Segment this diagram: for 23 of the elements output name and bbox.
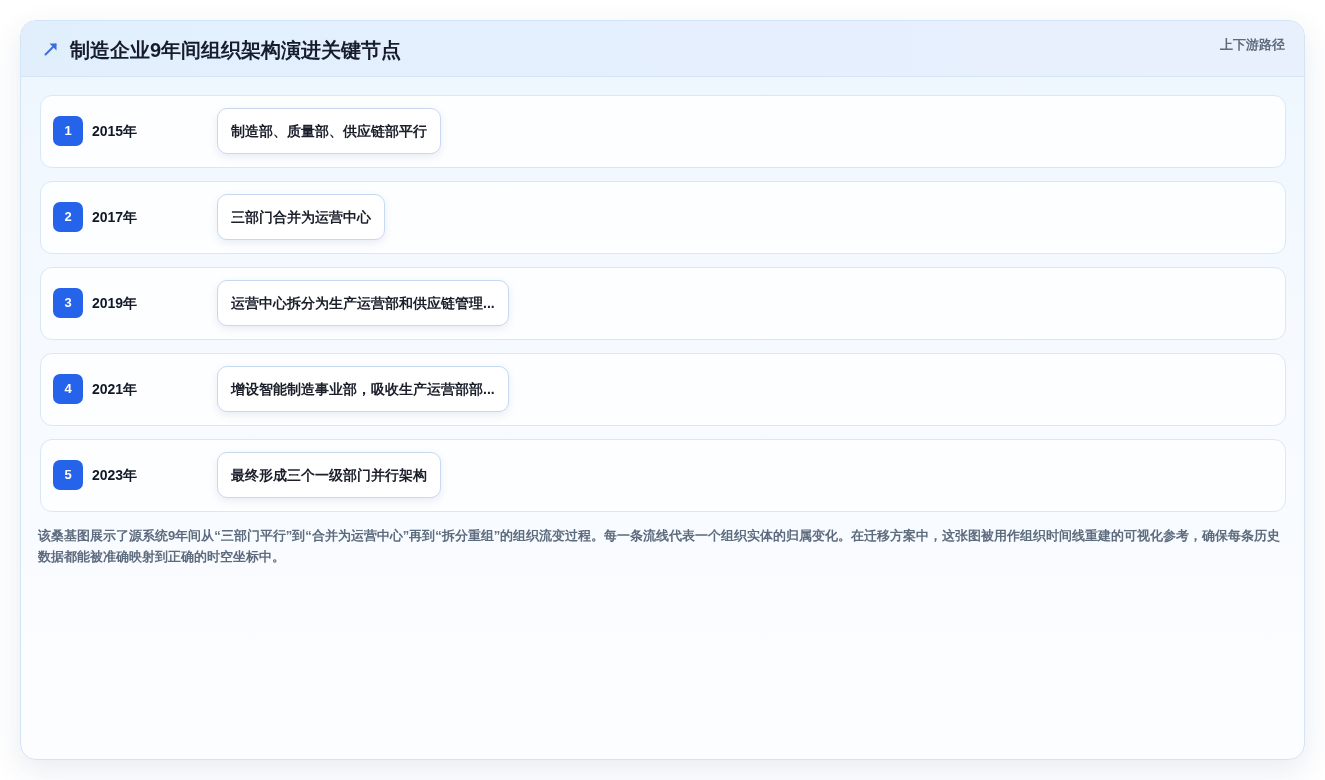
timeline-row-card [40, 439, 1286, 512]
timeline-row-card [40, 95, 1286, 168]
year-label: 2023年 [92, 466, 138, 484]
year-label: 2017年 [92, 208, 138, 226]
step-number-badge: 5 [53, 460, 83, 490]
step-number-badge: 1 [53, 116, 83, 146]
timeline-row-card [40, 353, 1286, 426]
year-label: 2015年 [92, 122, 138, 140]
timeline-row-card [40, 267, 1286, 340]
year-label: 2019年 [92, 294, 138, 312]
step-number-badge: 4 [53, 374, 83, 404]
header-note: 上下游路径 [1220, 36, 1285, 53]
event-box: 运营中心拆分为生产运营部和供应链管理... [217, 280, 509, 326]
event-box: 最终形成三个一级部门并行架构 [217, 452, 441, 498]
event-box: 增设智能制造事业部，吸收生产运营部部... [217, 366, 509, 412]
diagram-title: 制造企业9年间组织架构演进关键节点 [70, 38, 402, 62]
event-box: 三部门合并为运营中心 [217, 194, 385, 240]
event-box: 制造部、质量部、供应链部平行 [217, 108, 441, 154]
step-number-badge: 3 [53, 288, 83, 318]
description-paragraph: 该桑基图展示了源系统9年间从“三部门平行”到“合并为运营中心”再到“拆分重组”的组织流变过程。每一条流线代表一个组织实体的归属变化。在迁移方案中，这张图被用作组织时间线重建的可视化参考，确保每条历史数据都能被准确映射到正确的时空坐标中。 [38, 527, 1282, 566]
timeline-row-card [40, 181, 1286, 254]
year-label: 2021年 [92, 380, 138, 398]
step-number-badge: 2 [53, 202, 83, 232]
